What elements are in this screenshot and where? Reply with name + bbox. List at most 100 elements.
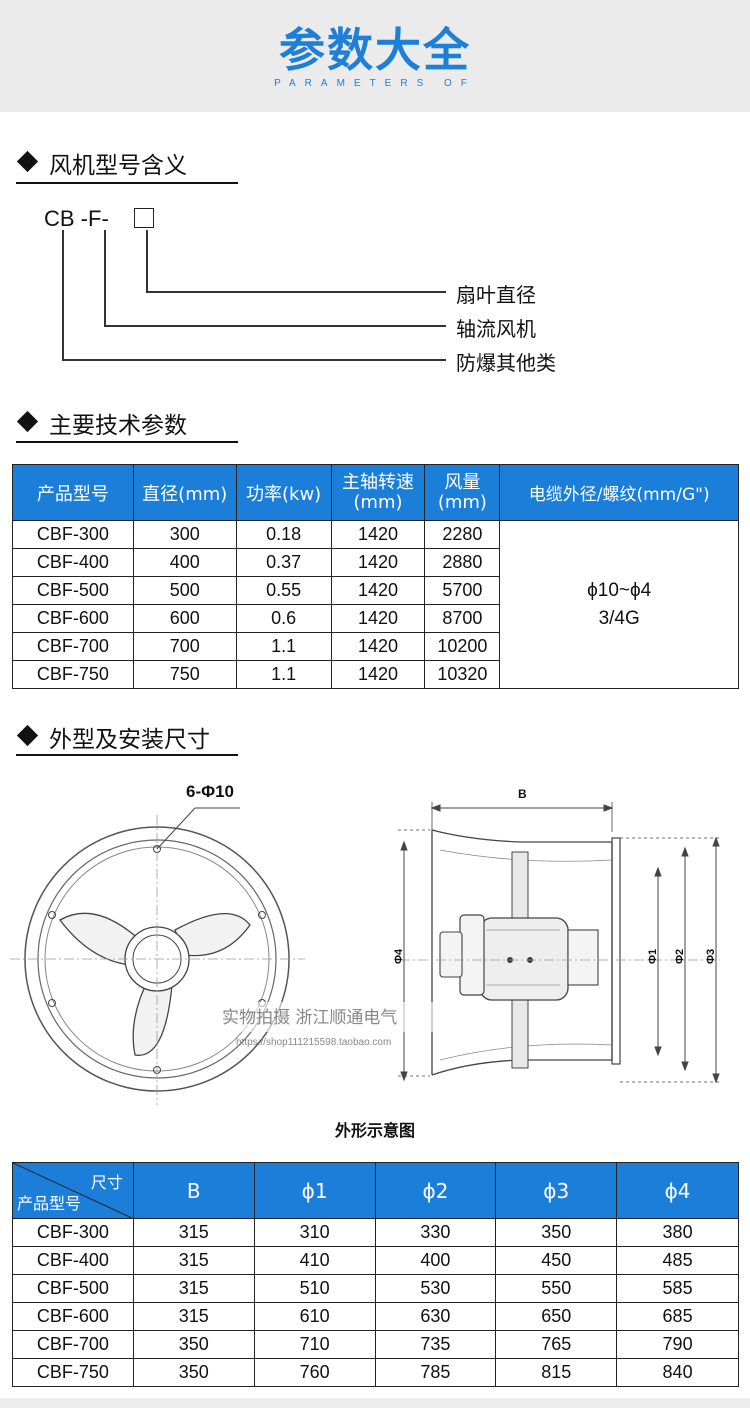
table-cell: CBF-700 bbox=[12, 632, 134, 661]
table-cell: 1420 bbox=[330, 660, 426, 689]
page-header: 参数大全 PARAMETERS OF bbox=[0, 0, 750, 112]
table-header-cell: ϕ4 bbox=[616, 1162, 739, 1219]
table-cell: 315 bbox=[132, 1246, 255, 1275]
table-cell: 630 bbox=[374, 1302, 497, 1331]
table-cell: 315 bbox=[132, 1274, 255, 1303]
table-cell: 410 bbox=[253, 1246, 376, 1275]
table-row: CBF-600 315 610 630 650 685 bbox=[12, 1302, 739, 1331]
connector-line bbox=[104, 325, 446, 327]
corner-diagonal bbox=[13, 1163, 134, 1219]
table-cell: 10200 bbox=[424, 632, 501, 661]
table-cell: 760 bbox=[253, 1358, 376, 1387]
table-header-cell: 功率(kw) bbox=[235, 464, 332, 521]
diamond-bullet-icon bbox=[16, 724, 39, 746]
table-cell: 700 bbox=[132, 632, 237, 661]
table-cell: 2880 bbox=[424, 548, 501, 577]
table-header-cell: ϕ1 bbox=[253, 1162, 376, 1219]
table-cell: 1420 bbox=[330, 520, 426, 549]
table-cell: 400 bbox=[374, 1246, 497, 1275]
fan-outline-diagram: 6-Φ10 bbox=[10, 782, 722, 1105]
table-cell: CBF-600 bbox=[12, 604, 134, 633]
section-heading-dimensions: 外型及安装尺寸 bbox=[16, 720, 210, 754]
dim-b-label: B bbox=[518, 787, 527, 801]
table-row: CBF-400 315 410 400 450 485 bbox=[12, 1246, 739, 1275]
connector-line bbox=[104, 230, 106, 326]
diagram-caption: 外形示意图 bbox=[334, 1121, 415, 1140]
side-view bbox=[398, 802, 722, 1084]
corner-label-top: 尺寸 bbox=[90, 1173, 123, 1192]
table-row: CBF-700 350 710 735 765 790 bbox=[12, 1330, 739, 1359]
section-heading-tech-params: 主要技术参数 bbox=[16, 406, 187, 440]
table-cell: 0.6 bbox=[235, 604, 332, 633]
table-cell: 785 bbox=[374, 1358, 497, 1387]
corner-label-bottom: 产品型号 bbox=[17, 1194, 82, 1213]
legend-label-axial-fan: 轴流风机 bbox=[456, 317, 536, 341]
table-cell: CBF-750 bbox=[12, 1358, 134, 1387]
table-row: CBF-500 500 0.55 1420 5700 bbox=[12, 576, 739, 605]
table-cell: 310 bbox=[253, 1218, 376, 1247]
table-cell: 450 bbox=[495, 1246, 618, 1275]
table-cell: 0.55 bbox=[235, 576, 332, 605]
table-cell: 1420 bbox=[330, 576, 426, 605]
diamond-bullet-icon bbox=[16, 410, 39, 432]
table-cell: 510 bbox=[253, 1274, 376, 1303]
table-row: CBF-500 315 510 530 550 585 bbox=[12, 1274, 739, 1303]
table-cell: 315 bbox=[132, 1218, 255, 1247]
page-subtitle: PARAMETERS OF bbox=[274, 78, 476, 89]
table-cell: 765 bbox=[495, 1330, 618, 1359]
table-cell: 790 bbox=[616, 1330, 739, 1359]
table-cell: CBF-400 bbox=[12, 548, 134, 577]
legend-label-explosion-proof: 防爆其他类 bbox=[456, 351, 556, 375]
table-cell: 610 bbox=[253, 1302, 376, 1331]
dim-phi4-label: Φ4 bbox=[393, 948, 405, 964]
model-code: CB -F- bbox=[44, 206, 109, 231]
table-cell: CBF-400 bbox=[12, 1246, 134, 1275]
table-header-cell: ϕ2 bbox=[374, 1162, 497, 1219]
table-header-cell: 主轴转速 (mm) bbox=[330, 464, 426, 521]
model-code-box bbox=[134, 208, 154, 228]
table-cell: 500 bbox=[132, 576, 237, 605]
table-header-cell: 电缆外径/螺纹(mm/G") bbox=[499, 464, 739, 521]
watermark-text: 实物拍摄 浙江顺通电气 bbox=[222, 1008, 397, 1028]
table-cell: 750 bbox=[132, 660, 237, 689]
table-header-cell: 直径(mm) bbox=[132, 464, 237, 521]
table-cell: 0.37 bbox=[235, 548, 332, 577]
section-underline bbox=[16, 182, 238, 184]
table-cell: CBF-500 bbox=[12, 1274, 134, 1303]
table-cell: 840 bbox=[616, 1358, 739, 1387]
table-cell: 330 bbox=[374, 1218, 497, 1247]
table-header-row: 尺寸 产品型号 B ϕ1 ϕ2 ϕ3 ϕ4 bbox=[12, 1162, 739, 1219]
table-cell: CBF-600 bbox=[12, 1302, 134, 1331]
table-header-cell: 产品型号 bbox=[12, 464, 134, 521]
front-view bbox=[10, 807, 305, 1105]
connector-line bbox=[146, 230, 148, 292]
table-header-cell: B bbox=[132, 1162, 255, 1219]
diamond-bullet-icon bbox=[16, 150, 39, 172]
table-row: CBF-600 600 0.6 1420 8700 bbox=[12, 604, 739, 633]
table-cell: 485 bbox=[616, 1246, 739, 1275]
table-cell: 350 bbox=[132, 1358, 255, 1387]
table-cell: 10320 bbox=[424, 660, 501, 689]
dimensions-table: 尺寸 产品型号 B ϕ1 ϕ2 ϕ3 ϕ4 CBF-300 315 310 33… bbox=[12, 1162, 739, 1387]
table-cell: 300 bbox=[132, 520, 237, 549]
tech-params-table: 产品型号 直径(mm) 功率(kw) 主轴转速 (mm) 风量 (mm) 电缆外… bbox=[12, 464, 739, 689]
table-row: CBF-700 700 1.1 1420 10200 bbox=[12, 632, 739, 661]
table-row: CBF-750 350 760 785 815 840 bbox=[12, 1358, 739, 1387]
table-corner-cell: 尺寸 产品型号 bbox=[12, 1162, 134, 1219]
table-cell: 2280 bbox=[424, 520, 501, 549]
table-header-cell: ϕ3 bbox=[495, 1162, 618, 1219]
table-cell: 650 bbox=[495, 1302, 618, 1331]
section-heading-model-meaning: 风机型号含义 bbox=[16, 146, 187, 180]
table-cell: 1420 bbox=[330, 548, 426, 577]
table-cell: 685 bbox=[616, 1302, 739, 1331]
section-underline bbox=[16, 754, 238, 756]
table-cell: CBF-700 bbox=[12, 1330, 134, 1359]
table-cell: CBF-300 bbox=[12, 1218, 134, 1247]
legend-label-blade-diameter: 扇叶直径 bbox=[456, 283, 536, 307]
table-cell: CBF-500 bbox=[12, 576, 134, 605]
table-cell: 585 bbox=[616, 1274, 739, 1303]
table-cell: 710 bbox=[253, 1330, 376, 1359]
table-row: CBF-400 400 0.37 1420 2880 bbox=[12, 548, 739, 577]
cable-spec-line: 3/4G bbox=[598, 607, 640, 629]
connector-line bbox=[62, 230, 64, 360]
